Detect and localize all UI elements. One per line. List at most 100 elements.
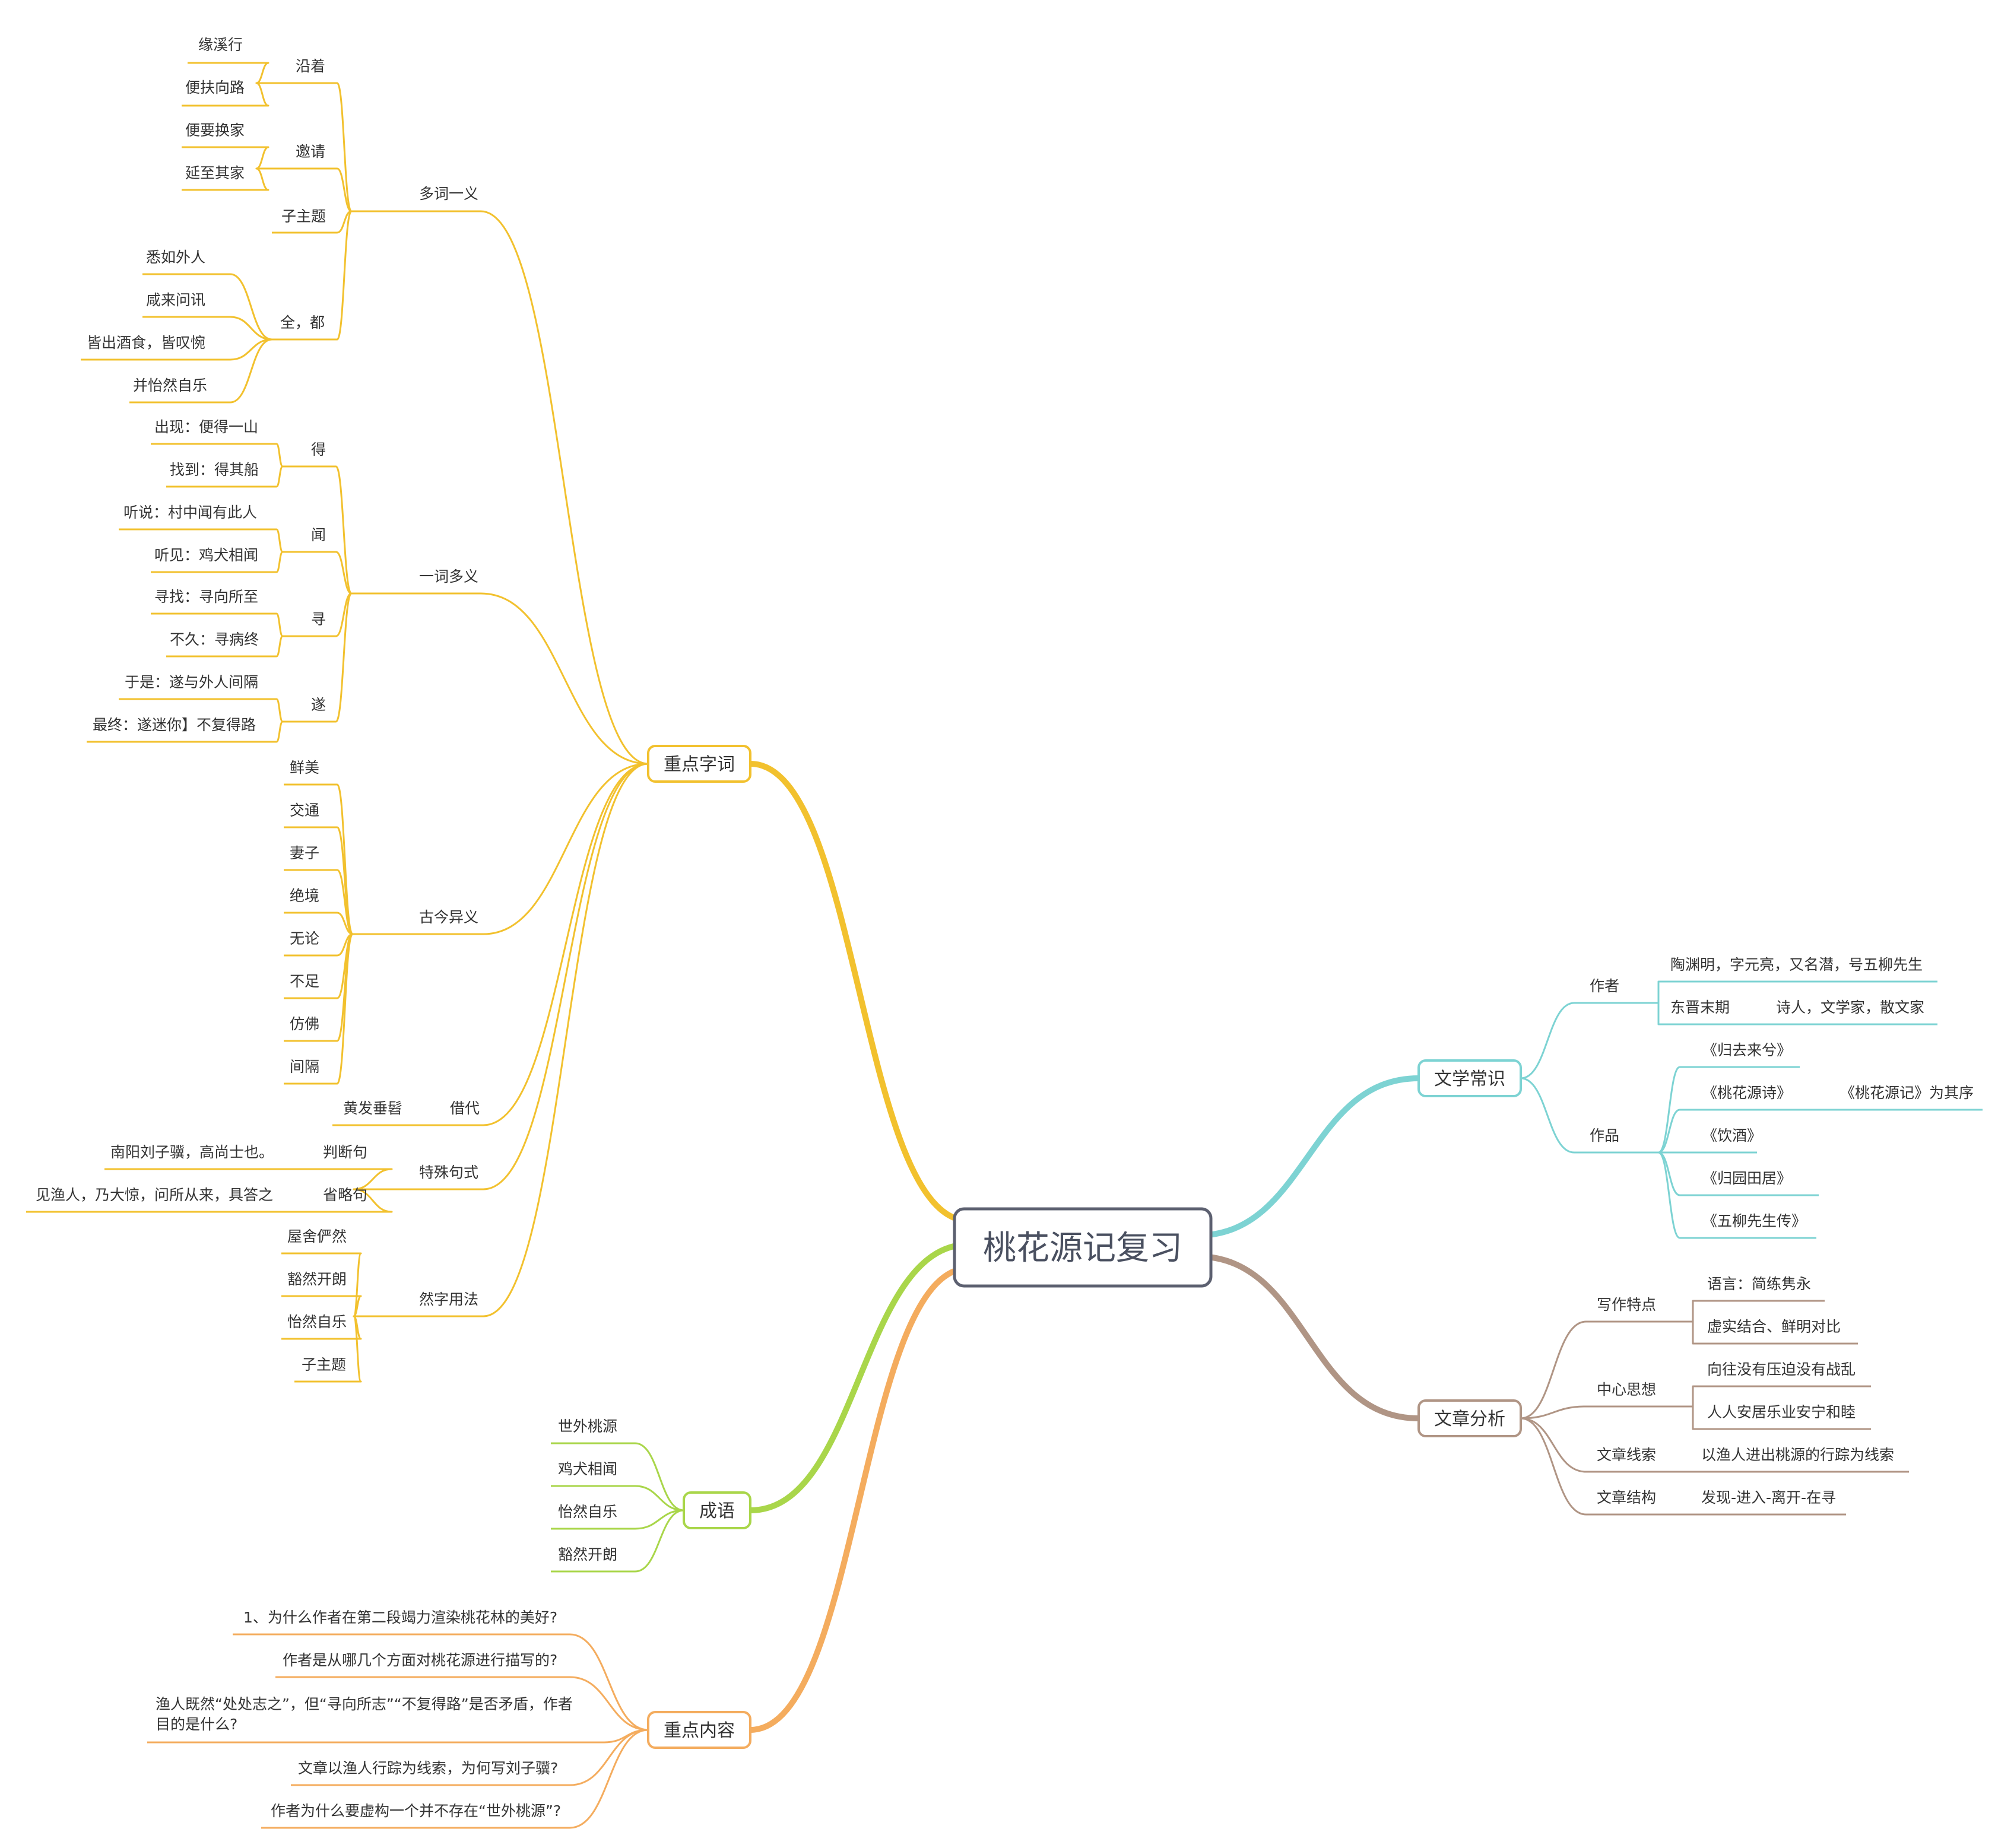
topic-label[interactable]: 寻 — [311, 611, 326, 628]
topic-label[interactable]: 于是：遂与外人间隔 — [125, 674, 258, 691]
main-connector — [1194, 1075, 1422, 1239]
topic-label[interactable]: 绝境 — [290, 887, 319, 904]
subtopic-label[interactable]: 1、为什么作者在第二段竭力渲染桃花林的美好? — [243, 1609, 557, 1626]
subtopic-label[interactable]: 借代 — [450, 1100, 480, 1117]
topic-label[interactable]: 仿佛 — [290, 1015, 319, 1033]
topic-label[interactable]: 发现-进入-离开-在寻 — [1701, 1489, 1836, 1506]
branch-label[interactable]: 文章分析 — [1434, 1409, 1505, 1430]
topic-label[interactable]: 妻子 — [290, 844, 319, 862]
subtopic-label[interactable]: 古今异义 — [419, 909, 478, 926]
topic-label[interactable]: 《饮酒》 — [1702, 1127, 1762, 1144]
topic-label[interactable]: 咸来问讯 — [146, 291, 205, 309]
branch-box[interactable] — [683, 1491, 751, 1529]
topic-label[interactable]: 听说：村中闻有此人 — [123, 504, 257, 521]
branch-box[interactable] — [1417, 1059, 1522, 1097]
topic-label[interactable]: 遂 — [311, 696, 326, 713]
root-label[interactable]: 桃花源记复习 — [983, 1229, 1182, 1268]
topic-label[interactable]: 向往没有压迫没有战乱 — [1707, 1361, 1856, 1378]
topic-label[interactable]: 闻 — [311, 526, 326, 544]
subtopic-label[interactable]: 文章线索 — [1597, 1446, 1656, 1463]
topic-label[interactable]: 皆出酒食，皆叹惋 — [87, 334, 205, 351]
topic-label[interactable]: 豁然开朗 — [287, 1271, 347, 1288]
root-topic[interactable]: 桃花源记复习 — [953, 1207, 1213, 1288]
branch-label[interactable]: 重点内容 — [664, 1720, 735, 1741]
topic-label[interactable]: 间隔 — [290, 1058, 319, 1075]
subtopic-label[interactable]: 特殊句式 — [419, 1164, 478, 1181]
branch-box[interactable] — [647, 1711, 751, 1749]
subtopic-label[interactable]: 世外桃源 — [558, 1418, 617, 1435]
connector-line — [335, 592, 353, 637]
subtopic-label[interactable]: 多词一义 — [419, 185, 478, 202]
topic-label[interactable]: 便要换家 — [185, 122, 245, 139]
topic-label[interactable]: 东晋末期 — [1670, 999, 1730, 1016]
subtopic-label[interactable]: 作者是从哪几个方面对桃花源进行描写的? — [283, 1652, 557, 1669]
subtopic-label[interactable]: 作者为什么要虚构一个并不存在“世外桃源”? — [271, 1802, 561, 1820]
topic-label[interactable]: 出现：便得一山 — [154, 418, 258, 436]
connector-line — [229, 273, 273, 341]
topic-label[interactable]: 子主题 — [302, 1356, 346, 1373]
topic-label[interactable]: 渔人既然“处处志之”，但“寻向所志”“不复得路”是否矛盾，作者目的是什么? — [156, 1695, 573, 1733]
subtopic-label[interactable]: 文章以渔人行踪为线索，为何写刘子骥? — [298, 1760, 558, 1777]
topic-label[interactable]: 悉如外人 — [146, 249, 205, 266]
topic-label[interactable]: 黄发垂髫 — [343, 1100, 402, 1117]
topic-label[interactable]: 全，都 — [280, 314, 325, 331]
connector-line — [480, 592, 649, 765]
connector-line — [275, 720, 284, 743]
topic-label[interactable]: 见渔人，乃大惊，问所从来，具答之 — [36, 1186, 273, 1204]
subtopic-label[interactable]: 怡然自乐 — [558, 1503, 617, 1520]
connector-line — [634, 1509, 685, 1530]
subtopic-label[interactable]: 作者 — [1590, 977, 1619, 995]
topic-label[interactable]: 不久：寻病终 — [170, 631, 259, 648]
topic-label[interactable]: 沿着 — [296, 58, 325, 75]
subtopic-label[interactable]: 中心思想 — [1597, 1381, 1656, 1398]
topic-label[interactable]: 《归去来兮》 — [1702, 1042, 1791, 1059]
subtopic-label[interactable]: 鸡犬相闻 — [558, 1460, 617, 1478]
topic-label[interactable]: 找到：得其船 — [170, 461, 259, 478]
topic-label[interactable]: 子主题 — [281, 208, 326, 225]
subtopic-label[interactable]: 然字用法 — [419, 1291, 478, 1308]
connector-line — [275, 528, 284, 553]
topic-label[interactable]: 陶渊明，字元亮，又名潜，号五柳先生 — [1670, 956, 1923, 973]
connector-line — [482, 763, 649, 1317]
topic-label[interactable]: 交通 — [290, 802, 319, 819]
subtopic-label[interactable]: 写作特点 — [1597, 1296, 1656, 1313]
branch-label[interactable]: 文学常识 — [1434, 1069, 1505, 1090]
topic-label[interactable]: 延至其家 — [185, 164, 245, 182]
topic-label[interactable]: 省略句 — [323, 1186, 367, 1204]
subtopic-label[interactable]: 豁然开朗 — [558, 1546, 617, 1563]
topic-label[interactable]: 鲜美 — [290, 759, 319, 776]
topic-label[interactable]: 听见：鸡犬相闻 — [154, 547, 258, 564]
topic-label[interactable]: 《归园田居》 — [1702, 1170, 1791, 1187]
topic-label[interactable]: 不足 — [290, 973, 319, 990]
topic-label[interactable]: 以渔人进出桃源的行踪为线索 — [1701, 1446, 1894, 1463]
topic-label[interactable]: 诗人，文学家，散文家 — [1776, 999, 1924, 1016]
topic-label[interactable]: 语言：简练隽永 — [1707, 1275, 1811, 1293]
topic-label[interactable]: 虚实结合、鲜明对比 — [1707, 1318, 1841, 1335]
topic-label[interactable]: 得 — [311, 441, 326, 458]
topic-label[interactable]: 便扶向路 — [185, 79, 245, 96]
connector-line — [1520, 1002, 1575, 1079]
topic-label[interactable]: 《五柳先生传》 — [1702, 1212, 1806, 1230]
subtopic-label[interactable]: 一词多义 — [419, 568, 478, 585]
connector-line — [336, 82, 353, 212]
branch-label[interactable]: 重点字词 — [664, 754, 735, 775]
topic-label[interactable]: 并怡然自乐 — [133, 377, 207, 394]
root-box[interactable] — [953, 1207, 1213, 1288]
topic-label[interactable]: 邀请 — [296, 143, 325, 160]
topic-label[interactable]: 《桃花源诗》 — [1702, 1084, 1791, 1101]
branch-box[interactable] — [1417, 1399, 1522, 1437]
topic-label[interactable]: 最终：遂迷你】不复得路 — [93, 716, 256, 734]
topic-label[interactable]: 寻找：寻向所至 — [154, 588, 258, 605]
subtopic-label[interactable]: 作品 — [1590, 1127, 1619, 1144]
branch-box[interactable] — [647, 745, 751, 783]
branch-label[interactable]: 成语 — [699, 1501, 735, 1522]
topic-label[interactable]: 南阳刘子骥，高尚士也。 — [110, 1144, 274, 1161]
subtopic-label[interactable]: 文章结构 — [1597, 1489, 1656, 1506]
topic-label[interactable]: 屋舍俨然 — [287, 1228, 347, 1245]
topic-label[interactable]: 怡然自乐 — [287, 1313, 347, 1331]
topic-label[interactable]: 人人安居乐业安宁和睦 — [1707, 1404, 1856, 1421]
topic-label[interactable]: 《桃花源记》为其序 — [1840, 1084, 1974, 1101]
topic-label[interactable]: 缘溪行 — [198, 36, 243, 53]
topic-label[interactable]: 判断句 — [323, 1144, 367, 1161]
topic-label[interactable]: 无论 — [290, 930, 319, 947]
